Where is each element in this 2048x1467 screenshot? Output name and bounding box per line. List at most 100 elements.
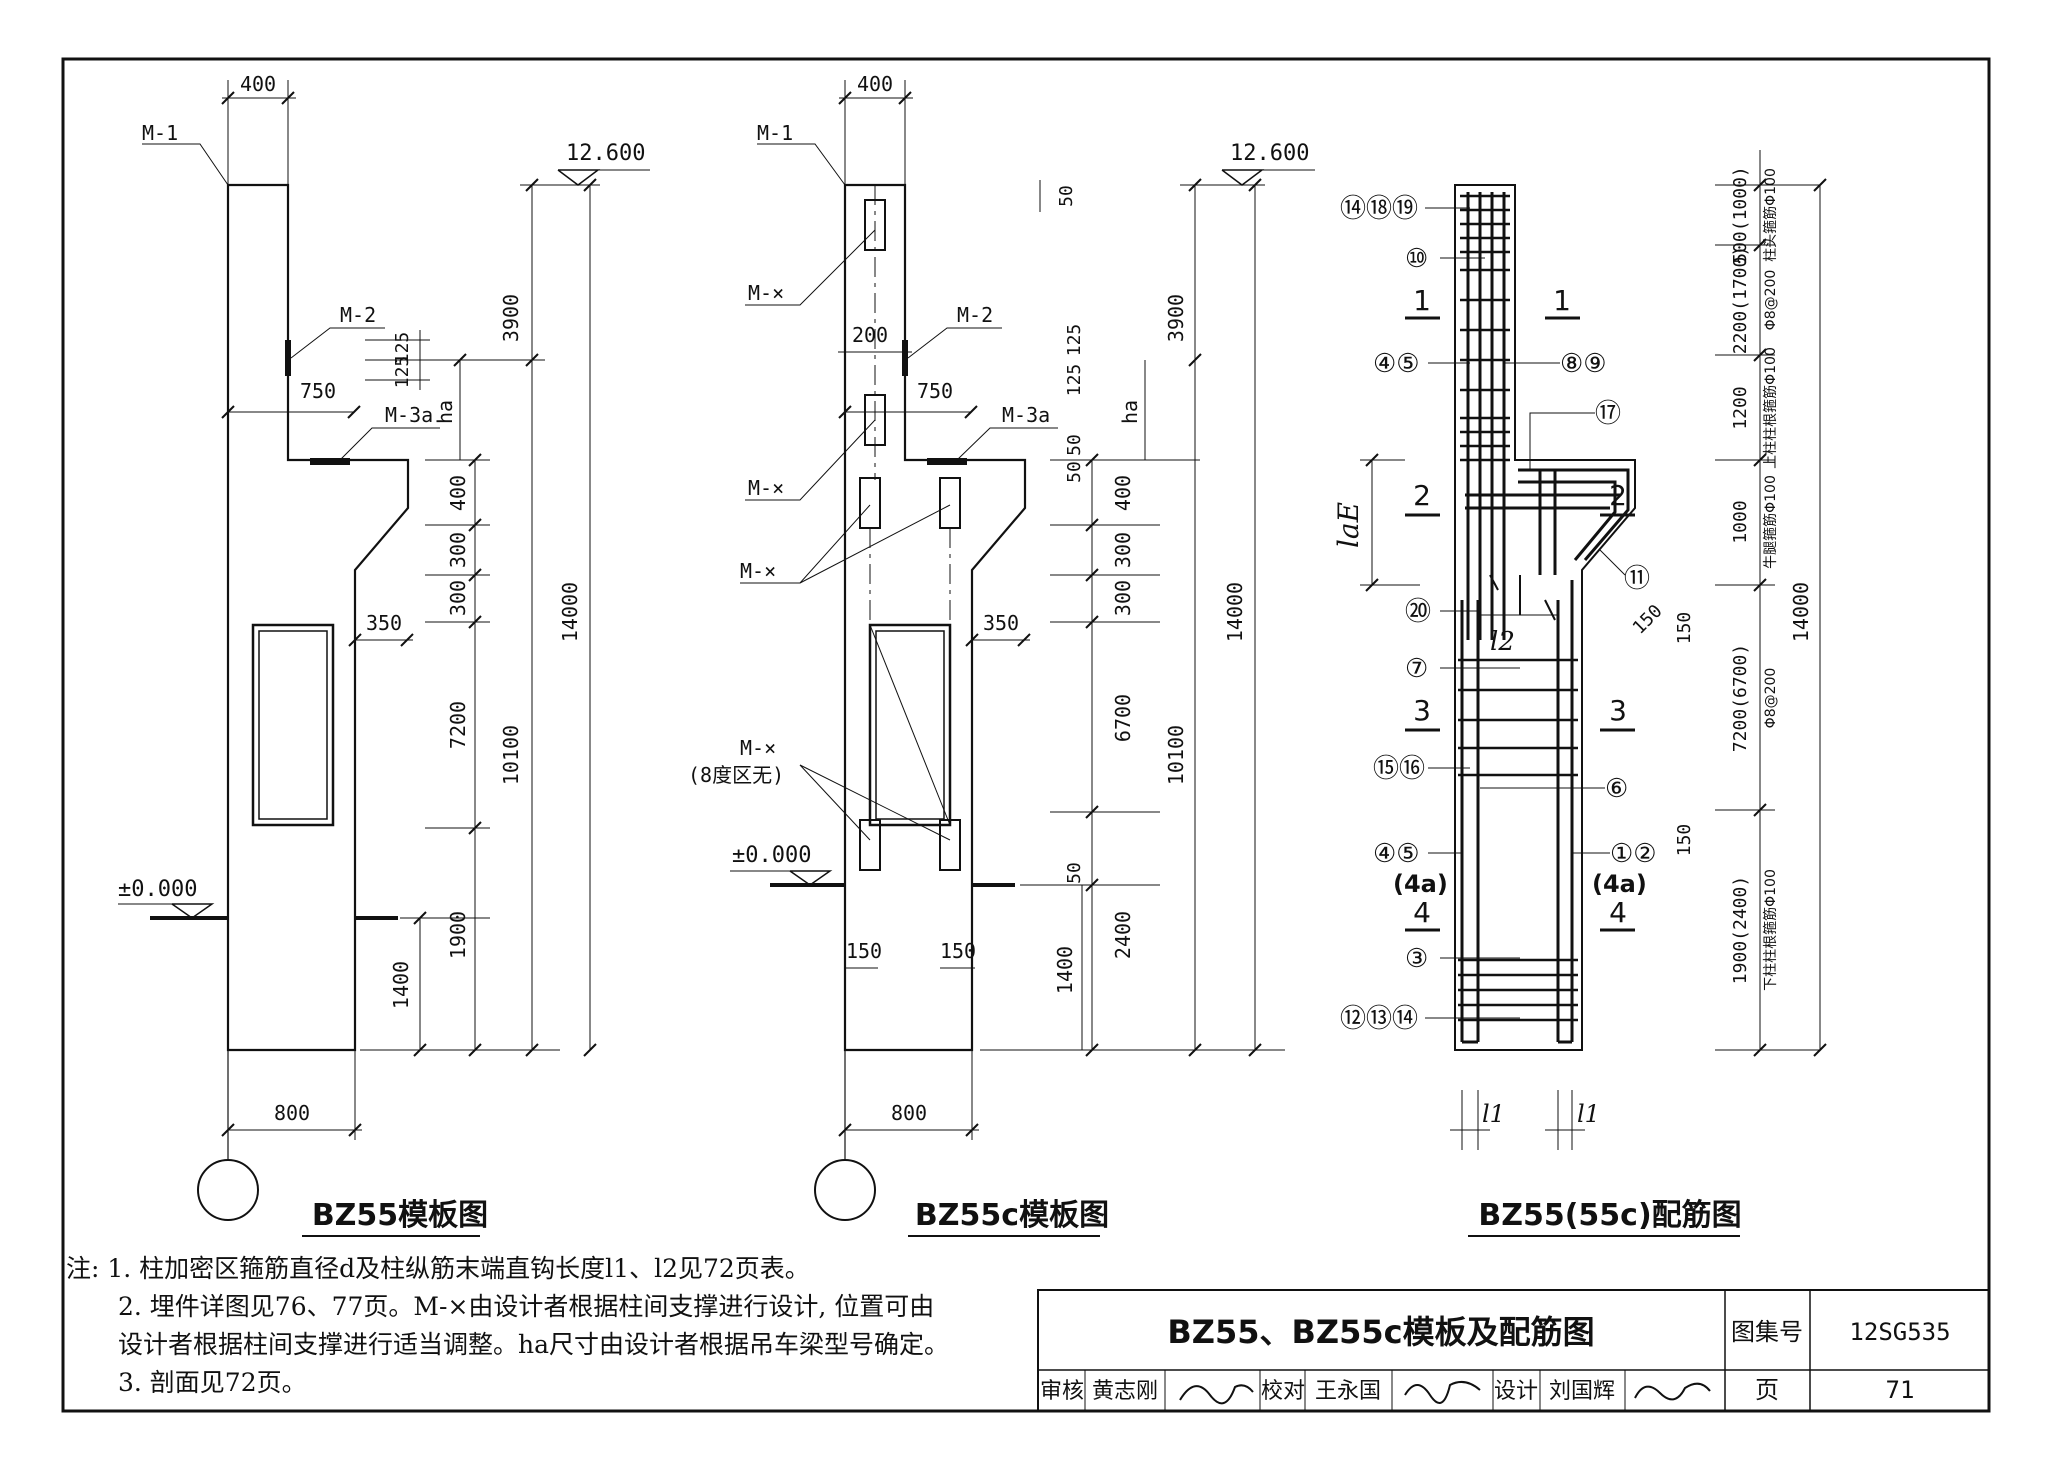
review-label: 审核: [1040, 1379, 1084, 1404]
dim-ha: ha: [433, 400, 457, 424]
title-bz55: BZ55模板图: [312, 1198, 488, 1233]
section-1-right: 1: [1553, 284, 1571, 317]
reviewer-name: 黄志刚: [1092, 1379, 1158, 1404]
label-m2: M-2: [340, 303, 376, 327]
callout-17: ⑰: [1595, 399, 1621, 429]
rebar-column-outline: [1454, 184, 1636, 1051]
label-m1-mid: M-1: [757, 121, 793, 145]
callout-8-9: ⑧⑨: [1560, 349, 1607, 379]
left-vdim-0: 400: [446, 475, 470, 511]
dim-3900-mid: 3900: [1164, 294, 1188, 342]
designer-name: 刘国辉: [1549, 1379, 1615, 1404]
label-mx-1: M-×: [748, 281, 784, 305]
bz55-template-drawing: 400 M-1 M-2 M-3a 750 350 125 125 ha: [118, 72, 650, 1237]
section-4-right: 4: [1609, 896, 1627, 929]
callout-10: ⑩: [1405, 244, 1428, 274]
mid-vdim-3: 6700: [1111, 694, 1135, 742]
title-rebar: BZ55(55c)配筋图: [1478, 1198, 1741, 1233]
reviewer-signature: [1179, 1384, 1254, 1405]
mid-vdim-2: 300: [1111, 580, 1135, 616]
label-l1-right: l1: [1577, 1100, 1600, 1128]
bz55-reinforcement-drawing: 1 1 2 2 3 3 4 4 ⑭⑱⑲ ⑩ ④⑤ ⑧⑨ ⑰ ⑪ ⑳ ⑦ ⑮⑯ ⑥…: [1332, 150, 1827, 1237]
label-mx-3: M-×: [740, 559, 776, 583]
label-m3a-mid: M-3a: [1002, 403, 1050, 427]
r-dim-5: 1900(2400): [1730, 876, 1751, 984]
label-lae: laE: [1332, 502, 1365, 548]
elev-top-mid: 12.600: [1230, 141, 1309, 166]
note-2b: 设计者根据柱间支撑进行适当调整。ha尺寸由设计者根据吊车梁型号确定。: [118, 1330, 950, 1359]
dim-125-mid-a: 125: [1064, 324, 1085, 357]
sheet-frame: [61, 57, 1991, 1413]
label-m2-mid: M-2: [957, 303, 993, 327]
callout-14-18-19: ⑭⑱⑲: [1340, 194, 1418, 224]
atlas-no: 12SG535: [1849, 1318, 1950, 1346]
callout-20: ⑳: [1405, 597, 1431, 627]
dim-350-mid: 350: [983, 611, 1019, 635]
dim-bottom-width-mid: 800: [891, 1101, 927, 1125]
r-note-1: Φ8@200: [1763, 270, 1779, 331]
dim-14000-mid: 14000: [1223, 582, 1247, 642]
r-note-0: 柱头箍筋Φ100: [1762, 168, 1779, 262]
atlas-label: 图集号: [1731, 1318, 1803, 1346]
bz55c-template-drawing: 400 M-1 M-× M-× M-× M-× (8度区无) M-2 M-3a …: [688, 72, 1315, 1237]
note-1: 注: 1. 柱加密区箍筋直径d及柱纵筋末端直钩长度l1、l2见72页表。: [66, 1254, 810, 1283]
page-no: 71: [1886, 1376, 1915, 1404]
section-2-right: 2: [1609, 479, 1627, 512]
callout-4-5: ④⑤: [1373, 349, 1420, 379]
dim-125-mid-b: 125: [1064, 364, 1085, 397]
check-label: 校对: [1261, 1379, 1305, 1404]
mid-vdim-1: 300: [1111, 532, 1135, 568]
title-block-title: BZ55、BZ55c模板及配筋图: [1167, 1313, 1594, 1351]
callout-11: ⑪: [1624, 564, 1650, 594]
left-vdim-2: 300: [446, 580, 470, 616]
bz55-column-outline: [226, 183, 410, 1052]
label-m3a: M-3a: [385, 403, 433, 427]
dim-150-r2: 150: [1674, 824, 1695, 857]
callout-15-16: ⑮⑯: [1373, 754, 1425, 784]
design-label: 设计: [1494, 1379, 1538, 1404]
r-dim-14000: 14000: [1789, 582, 1813, 642]
dim-3900-left: 3900: [499, 294, 523, 342]
callout-3: ③: [1405, 944, 1428, 974]
r-dim-0: 500(1000): [1730, 166, 1751, 264]
checker-signature: [1404, 1380, 1481, 1404]
dim-50-mid-b: 50: [1064, 461, 1085, 483]
m2-plate: [285, 340, 291, 376]
mid-vdim-0: 400: [1111, 475, 1135, 511]
dim-10100-left: 10100: [499, 725, 523, 785]
dim-125-b: 125: [392, 356, 413, 389]
note-3: 3. 剖面见72页。: [118, 1368, 307, 1397]
section-4-left: 4: [1413, 896, 1431, 929]
dim-750-mid: 750: [917, 379, 953, 403]
callout-4-5-lower: ④⑤: [1373, 839, 1420, 869]
title-bz55c: BZ55c模板图: [915, 1198, 1109, 1233]
m3a-plate: [310, 458, 350, 465]
title-block: BZ55、BZ55c模板及配筋图 图集号 12SG535 页 71 审核 黄志刚…: [1037, 1289, 1990, 1412]
section-2-left: 2: [1413, 479, 1431, 512]
dim-top-width-mid: 400: [857, 72, 893, 96]
left-vdim-5: 1400: [389, 961, 413, 1009]
left-vdim-3: 7200: [446, 701, 470, 749]
label-mx-note: (8度区无): [688, 763, 784, 787]
dim-50-bottom: 50: [1064, 862, 1085, 884]
elev-zero-left: ±0.000: [118, 877, 197, 902]
left-vdim-1: 300: [446, 532, 470, 568]
dim-150-diag: 150: [1629, 601, 1667, 639]
dim-150-a: 150: [846, 939, 882, 963]
dim-top-width: 400: [240, 72, 276, 96]
axis-bubble: [197, 1159, 259, 1221]
label-mx-2: M-×: [748, 476, 784, 500]
label-l1-left: l1: [1482, 1100, 1505, 1128]
callout-4a-left: (4a): [1393, 870, 1448, 898]
designer-signature: [1634, 1382, 1711, 1401]
dim-50-mid-a: 50: [1064, 434, 1085, 456]
dim-10100-mid: 10100: [1164, 725, 1188, 785]
dim-bottom-width-left: 800: [274, 1101, 310, 1125]
mid-vdim-4: 2400: [1111, 911, 1135, 959]
label-mx-4: M-×: [740, 736, 776, 760]
label-l2: l2: [1490, 627, 1515, 657]
dim-14000-left: 14000: [558, 582, 582, 642]
notes-block: 注: 1. 柱加密区箍筋直径d及柱纵筋末端直钩长度l1、l2见72页表。 2. …: [66, 1250, 1026, 1402]
callout-6: ⑥: [1605, 774, 1628, 804]
